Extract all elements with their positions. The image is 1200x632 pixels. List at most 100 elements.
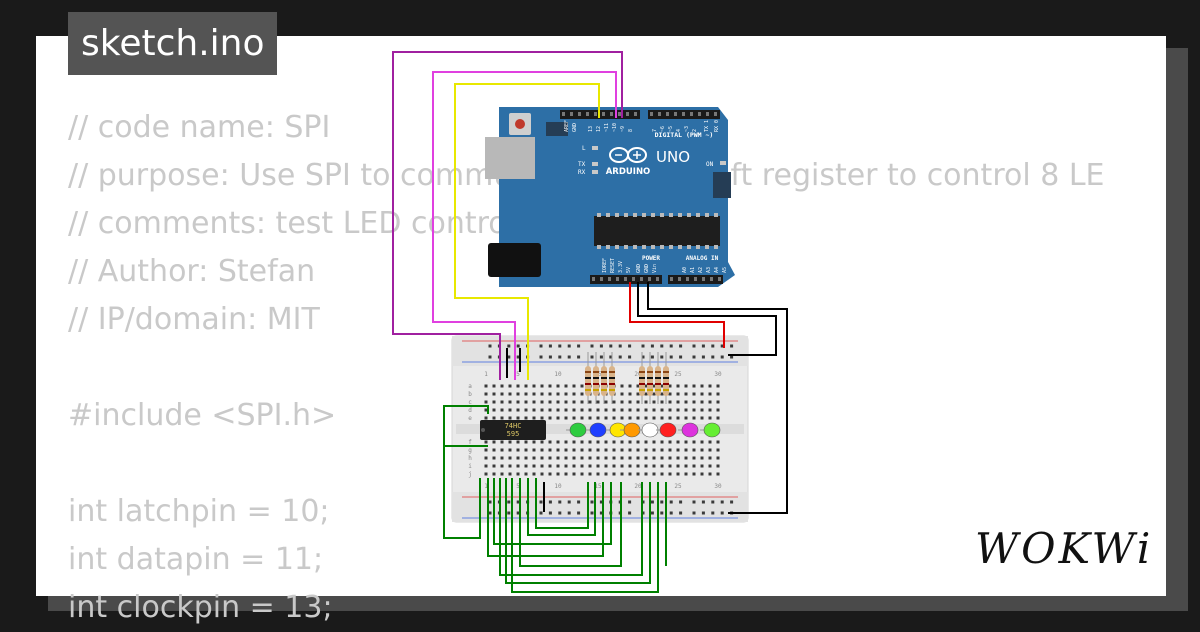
breadboard-hole <box>580 440 584 444</box>
header-pin <box>610 112 613 116</box>
digital-pin-label: RX 0 <box>714 120 720 132</box>
rail-hole <box>679 355 683 359</box>
breadboard-hole <box>564 464 568 468</box>
breadboard-hole <box>572 440 576 444</box>
breadboard-hole <box>652 448 656 452</box>
digital-pin-label: ~9 <box>620 126 626 132</box>
led[interactable] <box>589 422 607 438</box>
column-label: 5 <box>516 483 520 490</box>
breadboard-hole <box>692 416 696 420</box>
breadboard-hole <box>700 448 704 452</box>
breadboard-hole <box>548 392 552 396</box>
breadboard-hole <box>556 400 560 404</box>
rail-hole <box>488 344 492 348</box>
rail-hole <box>548 511 552 515</box>
breadboard-hole <box>516 472 520 476</box>
breadboard-hole <box>524 472 528 476</box>
rail-hole <box>669 500 673 504</box>
breadboard-hole <box>596 472 600 476</box>
breadboard-hole <box>540 440 544 444</box>
header-pin <box>570 112 573 116</box>
digital-pin-label: TX 1 <box>704 120 710 132</box>
rail-hole <box>599 355 603 359</box>
row-label: b <box>468 391 472 398</box>
breadboard-hole <box>484 408 488 412</box>
breadboard-hole <box>588 440 592 444</box>
breadboard-hole <box>556 392 560 396</box>
breadboard-hole <box>500 456 504 460</box>
digital-pin-label: 2 <box>692 129 698 132</box>
breadboard-hole <box>716 448 720 452</box>
shift-register-chip[interactable]: 74HC 595 <box>480 420 546 440</box>
breadboard-hole <box>564 384 568 388</box>
resistor-body <box>593 366 599 396</box>
chip-pin <box>714 245 718 249</box>
resistor-band <box>601 389 607 391</box>
power-pin-label: A1 <box>690 267 696 273</box>
column-label: 10 <box>554 483 562 490</box>
breadboard-hole <box>596 408 600 412</box>
reset-button-cap[interactable] <box>515 119 525 129</box>
resistor-band <box>655 389 661 391</box>
breadboard-hole <box>500 392 504 396</box>
code-line: #include <SPI.h> <box>68 398 337 433</box>
breadboard-hole <box>604 400 608 404</box>
breadboard-hole <box>548 408 552 412</box>
file-name-tab[interactable]: sketch.ino <box>68 12 278 75</box>
rail-hole <box>516 355 520 359</box>
rail-hole <box>628 511 632 515</box>
column-label: 30 <box>714 371 722 378</box>
breadboard-hole <box>676 464 680 468</box>
chip-pin <box>651 213 655 217</box>
breadboard-hole <box>700 472 704 476</box>
rail-hole <box>730 355 734 359</box>
chip-pin <box>642 213 646 217</box>
breadboard-hole <box>620 408 624 412</box>
breadboard-hole <box>500 472 504 476</box>
breadboard-hole <box>700 384 704 388</box>
chip-pin <box>714 213 718 217</box>
breadboard-hole <box>604 448 608 452</box>
breadboard-hole <box>660 400 664 404</box>
rail-hole <box>720 344 724 348</box>
breadboard-hole <box>636 456 640 460</box>
tx-led-label: TX <box>578 161 586 168</box>
digital-pwm-label: DIGITAL (PWM ~) <box>655 131 714 139</box>
led[interactable] <box>659 422 677 438</box>
column-label: 1 <box>484 483 488 490</box>
chip-pin <box>597 213 601 217</box>
breadboard-hole <box>548 440 552 444</box>
header-pin <box>640 277 643 281</box>
chip-pin <box>606 213 610 217</box>
breadboard-hole <box>700 408 704 412</box>
breadboard-hole <box>588 448 592 452</box>
breadboard-hole <box>652 416 656 420</box>
breadboard-hole <box>612 416 616 420</box>
led[interactable] <box>569 422 587 438</box>
breadboard-hole <box>484 392 488 396</box>
rail-hole <box>730 500 734 504</box>
breadboard-hole <box>532 440 536 444</box>
breadboard-hole <box>532 472 536 476</box>
breadboard-hole <box>684 440 688 444</box>
breadboard-hole <box>628 400 632 404</box>
rail-hole <box>692 500 696 504</box>
resistor-band <box>639 371 645 373</box>
rail-hole <box>692 355 696 359</box>
wokwi-logo: WOKWi <box>975 524 1154 573</box>
breadboard-hole <box>580 400 584 404</box>
rail-hole <box>628 344 632 348</box>
rail-hole <box>720 355 724 359</box>
digital-pin-label: 8 <box>628 129 634 132</box>
breadboard-hole <box>668 384 672 388</box>
led[interactable] <box>681 422 699 438</box>
led[interactable] <box>623 422 641 438</box>
resistor-body <box>585 366 591 396</box>
led[interactable] <box>703 422 721 438</box>
led[interactable] <box>641 422 659 438</box>
breadboard-hole <box>660 392 664 396</box>
column-label: 10 <box>554 371 562 378</box>
power-pin-label: A5 <box>722 267 728 273</box>
rail-hole <box>641 355 645 359</box>
